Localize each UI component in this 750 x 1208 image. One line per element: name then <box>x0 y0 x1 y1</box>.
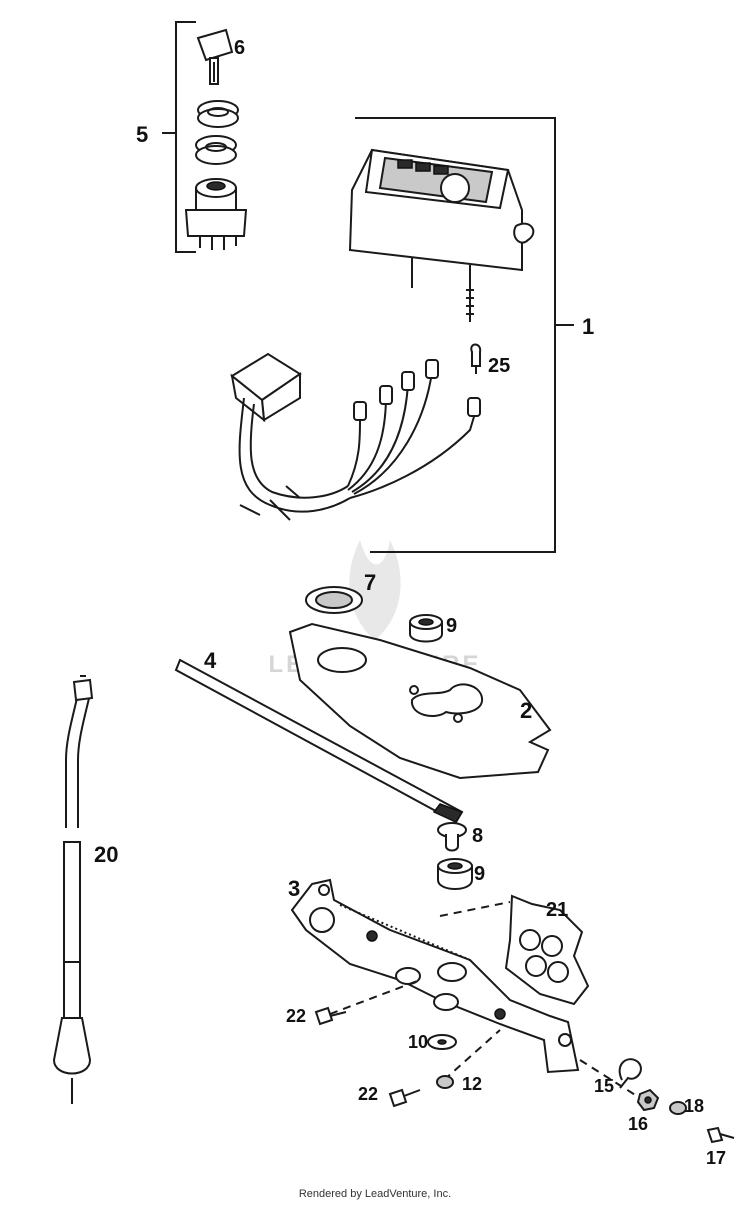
callout-3: 3 <box>288 876 300 901</box>
part-16-nut[interactable] <box>636 1088 660 1112</box>
part-18-washer[interactable] <box>669 1101 687 1115</box>
callout-12: 12 <box>462 1074 482 1094</box>
callout-9-upper: 9 <box>446 615 457 637</box>
part-9-grommet-lower[interactable] <box>437 858 473 890</box>
wiring-harness <box>230 352 481 521</box>
callout-6: 6 <box>234 37 245 59</box>
part-8-bushing[interactable] <box>437 822 467 852</box>
callout-15: 15 <box>594 1076 614 1096</box>
callout-1: 1 <box>582 314 594 339</box>
part-6-key[interactable] <box>196 28 234 85</box>
part-9-grommet-upper[interactable] <box>409 614 443 643</box>
footer-credit: Rendered by LeadVenture, Inc. <box>298 1188 452 1200</box>
callout-7: 7 <box>364 570 376 595</box>
part-20-cable[interactable] <box>52 675 94 1104</box>
part-10-washer[interactable] <box>427 1034 457 1050</box>
alignment-lines <box>329 901 641 1099</box>
callout-8: 8 <box>472 825 483 847</box>
callout-21: 21 <box>546 899 568 921</box>
part-12-nut[interactable] <box>436 1075 454 1089</box>
part-3-bracket[interactable] <box>290 878 580 1074</box>
bracket-1 <box>355 117 574 553</box>
part-5-ignition-switch[interactable] <box>184 100 248 250</box>
part-15-clip[interactable] <box>618 1058 642 1089</box>
part-1-speedometer[interactable] <box>348 148 535 322</box>
callout-9-lower: 9 <box>474 863 485 885</box>
part-2-gasket[interactable] <box>288 622 552 780</box>
part-22-screw-lower[interactable] <box>388 1088 421 1108</box>
callout-22-upper: 22 <box>286 1006 306 1026</box>
part-4-strap[interactable] <box>174 658 464 824</box>
callout-17: 17 <box>706 1148 726 1168</box>
callout-25: 25 <box>488 355 510 377</box>
callout-18: 18 <box>684 1096 704 1116</box>
callout-16: 16 <box>628 1114 648 1134</box>
part-21-gasket[interactable] <box>504 894 590 1006</box>
bracket-5 <box>162 21 196 253</box>
part-25-bulb[interactable] <box>470 343 482 375</box>
part-7-seal-ring[interactable] <box>305 586 363 614</box>
part-22-screw-upper[interactable] <box>314 1006 347 1026</box>
callout-10: 10 <box>408 1032 428 1052</box>
callout-22-lower: 22 <box>358 1084 378 1104</box>
callout-20: 20 <box>94 842 118 867</box>
callout-2: 2 <box>520 698 532 723</box>
part-17-screw[interactable] <box>706 1126 735 1144</box>
callout-5: 5 <box>136 122 148 147</box>
callout-4: 4 <box>204 648 217 673</box>
